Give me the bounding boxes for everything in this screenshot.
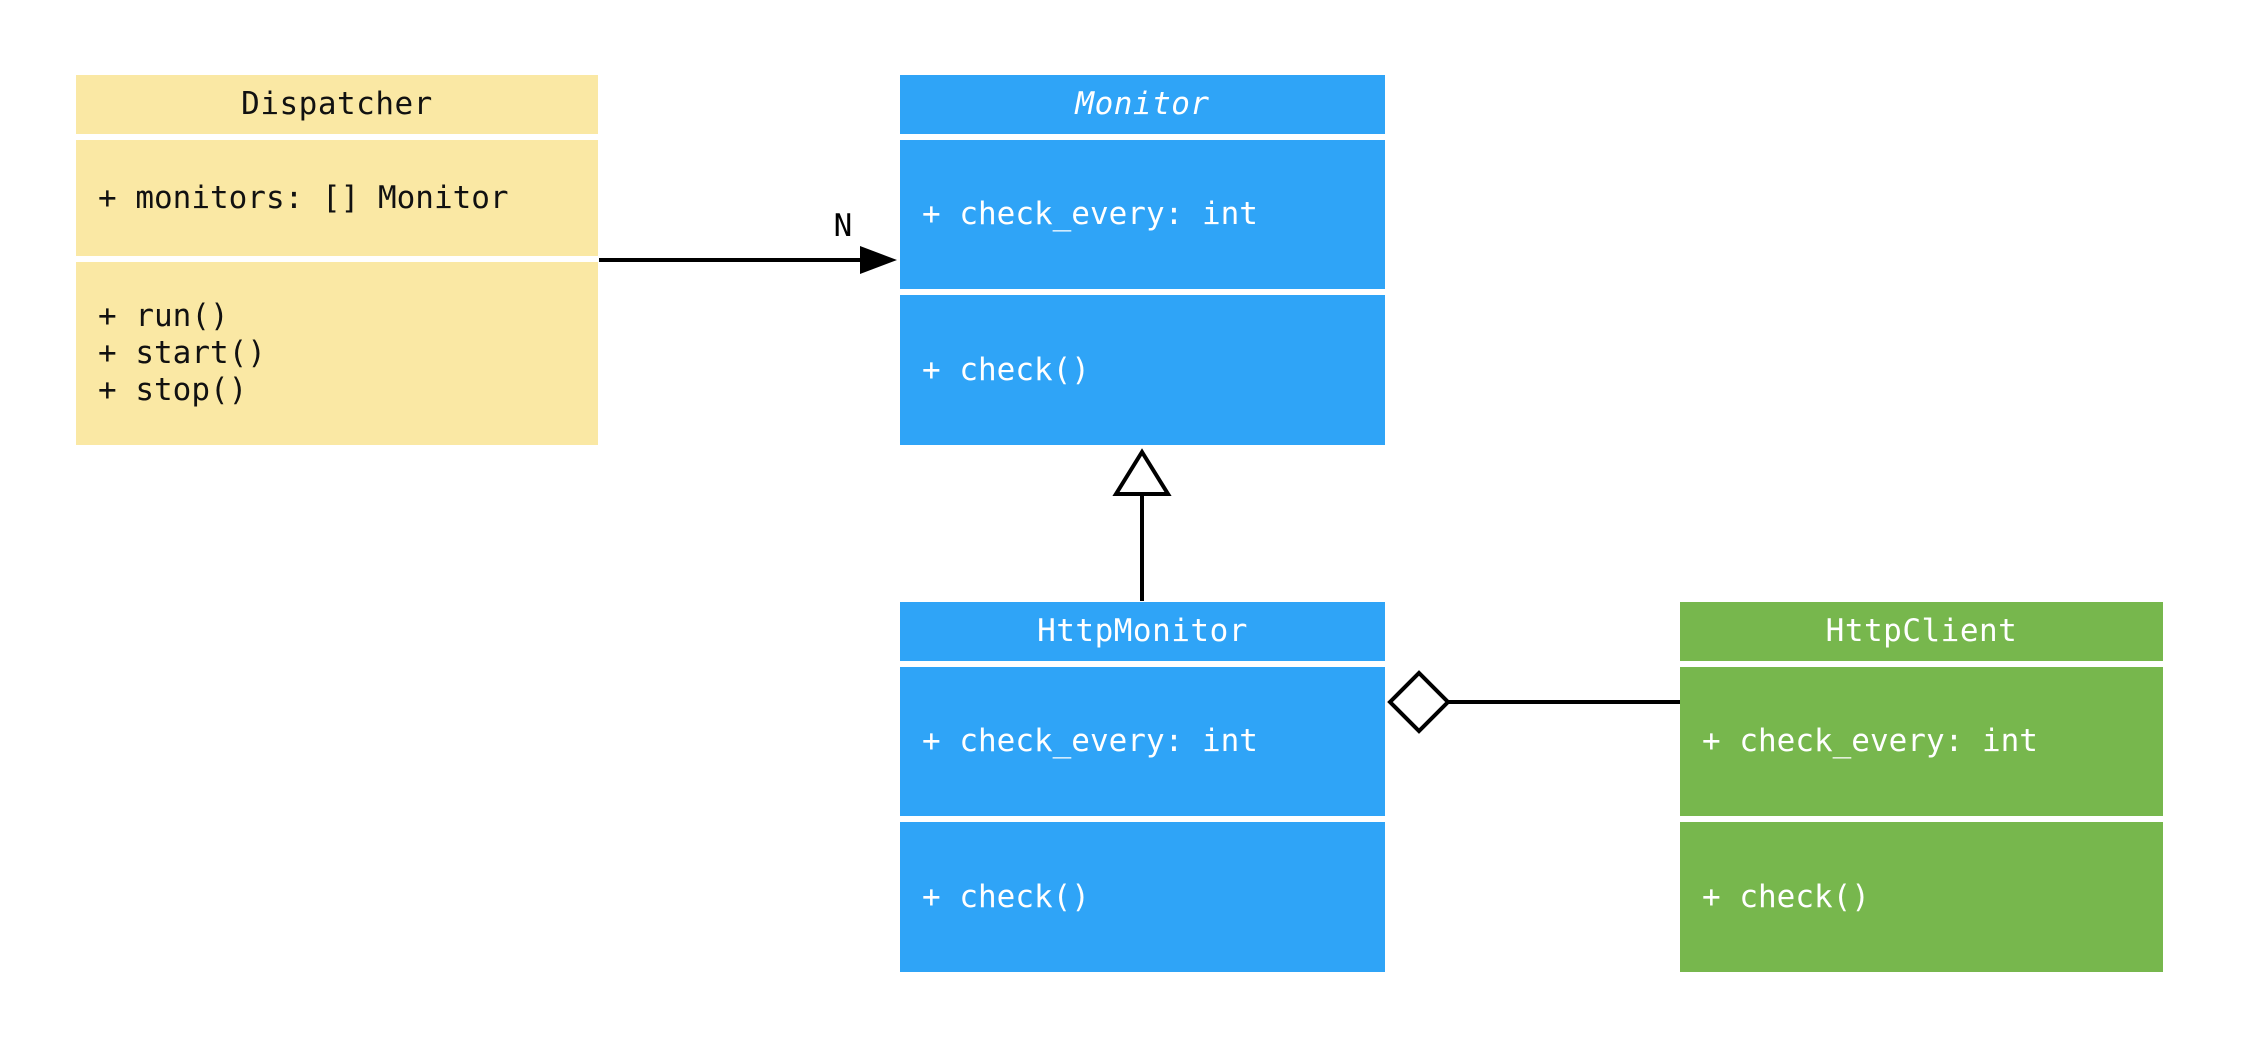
- method-item: + stop(): [98, 372, 248, 408]
- method-item: + check(): [1702, 878, 1870, 915]
- attributes-section: + check_every: int: [900, 140, 1385, 289]
- attribute-item: + check_every: int: [1702, 723, 2038, 759]
- attributes-section: + monitors: [] Monitor: [76, 140, 598, 256]
- methods-section: + check(): [900, 822, 1385, 972]
- methods-section: + run() + start() + stop(): [76, 262, 598, 445]
- class-title: HttpMonitor: [900, 602, 1385, 661]
- aggregation-diamond-icon: [1387, 670, 1451, 734]
- association-arrowhead-icon: [860, 246, 897, 274]
- inheritance-triangle-icon: [1112, 448, 1172, 496]
- attributes-section: + check_every: int: [900, 667, 1385, 816]
- class-title: Monitor: [900, 75, 1385, 134]
- method-item: + start(): [98, 335, 266, 371]
- class-title: Dispatcher: [76, 75, 598, 134]
- aggregation-httpmonitor-httpclient: [1387, 670, 1680, 734]
- method-item: + check(): [922, 878, 1090, 915]
- methods-section: + check(): [1680, 822, 2163, 972]
- method-item: + run(): [98, 298, 229, 334]
- class-title: HttpClient: [1680, 602, 2163, 661]
- class-httpmonitor: HttpMonitor + check_every: int + check(): [900, 602, 1385, 972]
- association-dispatcher-monitor: [599, 246, 897, 274]
- attribute-item: + monitors: [] Monitor: [98, 179, 509, 216]
- method-item: + check(): [922, 351, 1090, 388]
- methods-section: + check(): [900, 295, 1385, 445]
- inheritance-httpmonitor-monitor: [1112, 448, 1172, 601]
- attribute-item: + check_every: int: [922, 196, 1258, 232]
- attributes-section: + check_every: int: [1680, 667, 2163, 816]
- class-dispatcher: Dispatcher + monitors: [] Monitor + run(…: [76, 75, 598, 445]
- attribute-item: + check_every: int: [922, 723, 1258, 759]
- class-httpclient: HttpClient + check_every: int + check(): [1680, 602, 2163, 972]
- multiplicity-label: N: [833, 208, 853, 244]
- class-monitor: Monitor + check_every: int + check(): [900, 75, 1385, 445]
